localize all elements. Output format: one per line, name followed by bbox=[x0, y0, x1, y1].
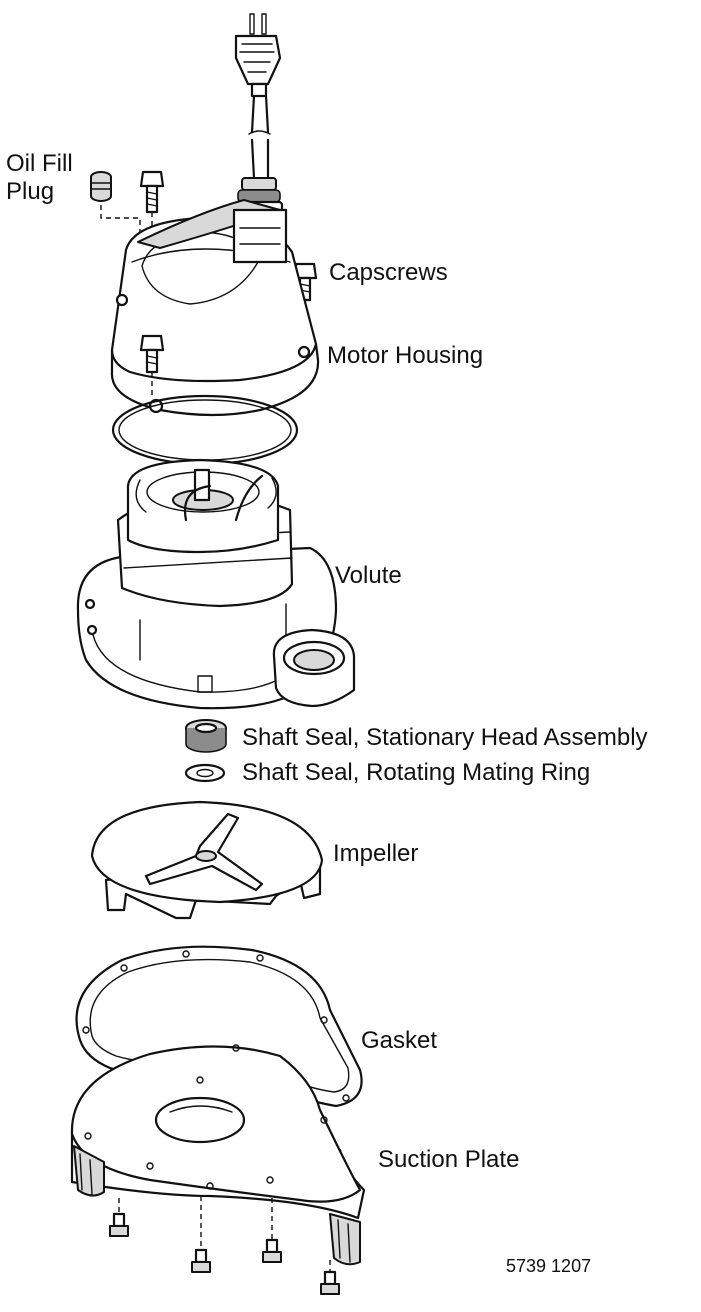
power-cord bbox=[248, 94, 271, 180]
bottom-screw-leaders bbox=[118, 1196, 331, 1272]
label-shaft-seal-stationary: Shaft Seal, Stationary Head Assembly bbox=[242, 724, 648, 751]
bottom-screw-2 bbox=[191, 1248, 211, 1273]
label-shaft-seal-rotating: Shaft Seal, Rotating Mating Ring bbox=[242, 759, 591, 786]
oil-fill-plug bbox=[90, 171, 112, 202]
bottom-screw-1 bbox=[109, 1212, 129, 1237]
power-plug bbox=[234, 13, 282, 98]
label-suction-plate: Suction Plate bbox=[378, 1146, 520, 1173]
suction-plate bbox=[70, 1044, 366, 1266]
label-oil-fill-plug-line2: Plug bbox=[6, 177, 55, 205]
shaft-seal-stationary-head bbox=[185, 719, 227, 753]
bottom-screw-4 bbox=[320, 1270, 340, 1295]
label-oil-fill-plug: Oil Fill Plug bbox=[6, 150, 73, 205]
motor-housing bbox=[110, 199, 320, 417]
impeller bbox=[90, 800, 324, 920]
label-gasket: Gasket bbox=[361, 1027, 438, 1054]
housing-screw-top bbox=[139, 170, 165, 214]
label-motor-housing: Motor Housing bbox=[327, 342, 484, 369]
label-oil-fill-plug-line1: Oil Fill bbox=[6, 150, 73, 177]
label-capscrews: Capscrews bbox=[329, 259, 448, 286]
label-impeller: Impeller bbox=[333, 840, 419, 867]
bottom-screw-3 bbox=[262, 1238, 282, 1263]
drawing-number: 5739 1207 bbox=[506, 1256, 592, 1276]
housing-screw-front bbox=[139, 334, 165, 374]
oil-plug-leader bbox=[100, 205, 141, 238]
label-volute: Volute bbox=[335, 562, 402, 589]
volute bbox=[76, 458, 356, 710]
shaft-seal-rotating-ring bbox=[184, 763, 226, 783]
